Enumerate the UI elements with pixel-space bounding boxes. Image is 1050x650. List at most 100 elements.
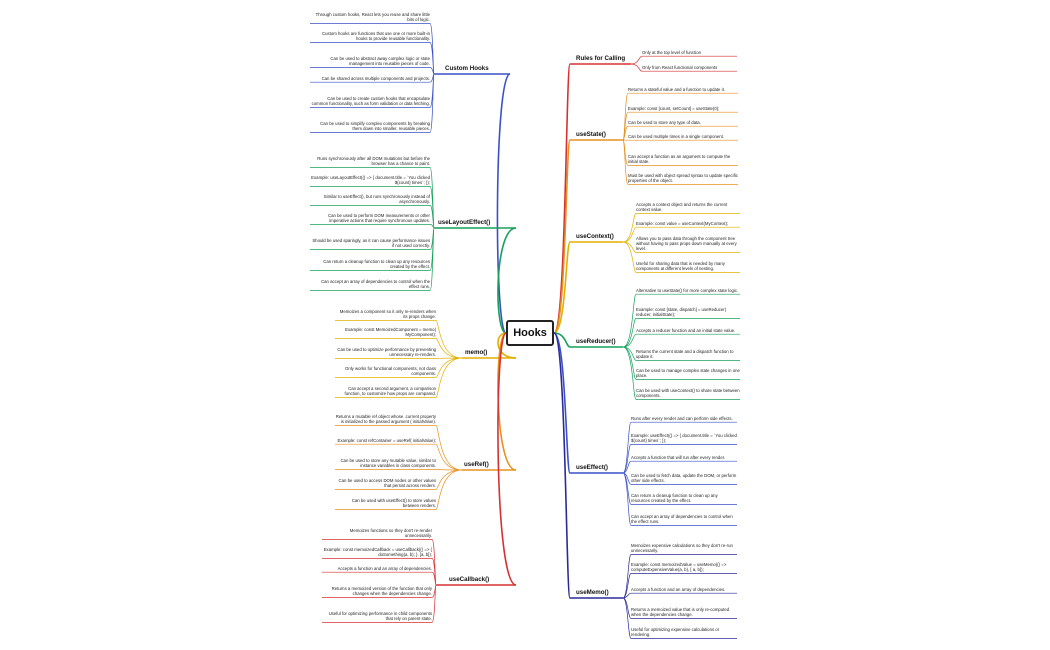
leaf-use-memo[interactable]: Useful for optimizing expensive calculat… — [631, 627, 720, 638]
leaf-connector — [435, 469, 463, 510]
leaf-connector — [622, 573, 632, 599]
leaf-connector — [622, 346, 637, 380]
leaf-memo[interactable]: Can accept a second argument, a comparis… — [344, 386, 436, 397]
leaf-use-state[interactable]: Can accept a function as an argument to … — [628, 154, 731, 165]
leaf-use-effect[interactable]: Runs after every render and can perform … — [631, 416, 733, 421]
leaf-connector — [622, 318, 637, 348]
leaf-use-layout-effect[interactable]: Similar to useEffect(), but runs synchro… — [323, 194, 430, 205]
leaf-use-memo[interactable]: Example: const memoizedValue = useMemo((… — [631, 562, 727, 573]
leaf-connector — [431, 571, 437, 586]
leaf-connector — [622, 592, 632, 599]
leaf-use-layout-effect[interactable]: Can return a cleanup function to clean u… — [323, 259, 430, 270]
leaf-connector — [622, 226, 637, 243]
leaf-connector — [622, 554, 632, 599]
leaf-custom-hooks[interactable]: Can be used to simplify complex componen… — [320, 121, 430, 132]
leaf-memo[interactable]: Example: const MemoizedComponent = memo(… — [345, 327, 436, 338]
topic-use-callback[interactable]: useCallback() — [449, 576, 490, 583]
leaf-use-reducer[interactable]: Accepts a reducer function and an initia… — [636, 328, 736, 333]
leaf-connector — [429, 73, 435, 133]
leaf-use-layout-effect[interactable]: Can accept an array of dependencies to c… — [321, 279, 430, 290]
leaf-connector — [622, 460, 632, 474]
leaf-rules-for-calling[interactable]: Only from React functional components — [642, 65, 718, 70]
topic-rules-for-calling[interactable]: Rules for Calling — [576, 55, 626, 62]
branch-connector — [553, 332, 571, 599]
leaf-use-reducer[interactable]: Can be used to manage complex state chan… — [636, 368, 740, 379]
leaf-connector — [435, 357, 463, 378]
topic-use-ref[interactable]: useRef() — [464, 461, 489, 468]
leaf-use-callback[interactable]: Example: const memoizedCallback = useCal… — [323, 547, 432, 558]
leaf-use-memo[interactable]: Memoizes expensive calculations so they … — [631, 543, 733, 554]
leaf-connector — [435, 425, 463, 471]
topic-use-memo[interactable]: useMemo() — [576, 589, 609, 596]
leaf-rules-for-calling[interactable]: Only at the top level of function — [642, 50, 701, 55]
leaf-use-reducer[interactable]: Returns the current state and a dispatch… — [636, 349, 734, 360]
leaf-use-layout-effect[interactable]: Example: useLayoutEffect(() => { documen… — [311, 175, 430, 186]
branch-connector — [553, 139, 571, 334]
leaf-custom-hooks[interactable]: Can be used to create custom hooks that … — [311, 96, 430, 107]
leaf-use-effect[interactable]: Accepts a function that will run after e… — [631, 455, 726, 460]
leaf-use-effect[interactable]: Can accept an array of dependencies to c… — [631, 514, 733, 525]
topic-use-context[interactable]: useContext() — [576, 233, 614, 240]
leaf-connector — [630, 55, 643, 65]
leaf-custom-hooks[interactable]: Custom hooks are functions that use one … — [322, 31, 430, 42]
leaf-use-ref[interactable]: Example: const refContainer = useRef( in… — [337, 438, 436, 443]
leaf-use-context[interactable]: Accepts a context object and returns the… — [636, 202, 728, 213]
leaf-use-callback[interactable]: Memoizes functions so they don't re-rend… — [349, 528, 432, 539]
leaf-connector — [622, 346, 637, 400]
leaf-connector — [622, 213, 637, 243]
branch-connector — [553, 63, 571, 334]
leaf-use-ref[interactable]: Can be used with useEffect() to store va… — [351, 498, 436, 509]
leaf-use-callback[interactable]: Returns a memoized version of the functi… — [331, 586, 432, 597]
leaf-custom-hooks[interactable]: Can be used to abstract away complex log… — [330, 56, 430, 67]
leaf-use-state[interactable]: Can be used multiple times in a single c… — [628, 134, 725, 139]
leaf-connector — [622, 421, 632, 474]
topic-use-effect[interactable]: useEffect() — [576, 464, 608, 471]
leaf-use-state[interactable]: Returns a stateful value and a function … — [628, 87, 725, 92]
topic-memo[interactable]: memo() — [465, 349, 488, 356]
leaf-use-context[interactable]: Example: const value = useContext(MyCont… — [636, 221, 729, 226]
leaf-memo[interactable]: Can be used to optimize performance by p… — [337, 347, 436, 358]
leaf-connector — [622, 241, 637, 253]
leaf-use-layout-effect[interactable]: Can be used to perform DOM measurements … — [328, 213, 430, 224]
topic-use-reducer[interactable]: useReducer() — [576, 338, 616, 345]
leaf-use-reducer[interactable]: Example: const [state, dispatch] = useRe… — [636, 307, 727, 318]
leaf-connector — [622, 472, 632, 526]
leaf-use-memo[interactable]: Accepts a function and an array of depen… — [631, 587, 726, 592]
leaf-custom-hooks[interactable]: Through custom hooks, React lets you reu… — [315, 12, 430, 23]
leaf-connector — [622, 125, 629, 141]
leaf-connector — [622, 139, 629, 185]
leaf-use-state[interactable]: Can be used to store any type of data. — [628, 120, 701, 125]
leaf-use-context[interactable]: Useful for sharing data that is needed b… — [636, 261, 725, 272]
branch-connector — [553, 241, 571, 334]
topic-custom-hooks[interactable]: Custom Hooks — [445, 65, 489, 72]
leaf-connector — [622, 293, 637, 348]
leaf-use-effect[interactable]: Example: useEffect(() => { document.titl… — [631, 433, 737, 444]
root-node[interactable]: Hooks — [506, 320, 554, 346]
leaf-connector — [630, 63, 643, 72]
leaf-use-reducer[interactable]: Alternative to useState() for more compl… — [636, 288, 739, 293]
leaf-use-memo[interactable]: Returns a memoized value that is only re… — [631, 607, 730, 618]
topic-use-state[interactable]: useState() — [576, 131, 606, 138]
leaf-use-state[interactable]: Example: const [count, setCount] = useSt… — [628, 106, 720, 111]
leaf-use-ref[interactable]: Can be used to access DOM nodes or other… — [338, 478, 436, 489]
leaf-use-state[interactable]: Must be used with object spread syntax t… — [628, 173, 738, 184]
topic-use-layout-effect[interactable]: useLayoutEffect() — [438, 219, 491, 226]
leaf-connector — [435, 469, 463, 490]
leaf-use-layout-effect[interactable]: Runs synchronously after all DOM mutatio… — [317, 156, 430, 167]
leaf-use-effect[interactable]: Can be used to fetch data, update the DO… — [631, 473, 737, 484]
leaf-use-callback[interactable]: Useful for optimizing performance in chi… — [328, 611, 432, 622]
leaf-use-layout-effect[interactable]: Should be used sparingly, as it can caus… — [312, 238, 430, 249]
leaf-use-callback[interactable]: Accepts a function and an array of depen… — [337, 566, 432, 571]
leaf-use-context[interactable]: Allows you to pass data through the comp… — [636, 236, 737, 252]
leaf-use-ref[interactable]: Can be used to store any mutable value, … — [340, 458, 436, 469]
leaf-use-ref[interactable]: Returns a mutable ref object whose .curr… — [335, 414, 436, 425]
leaf-connector — [622, 333, 637, 348]
leaf-use-effect[interactable]: Can return a cleanup function to clean u… — [631, 493, 718, 504]
leaf-memo[interactable]: Memoizes a component so it only re-rende… — [339, 309, 436, 320]
leaf-custom-hooks[interactable]: Can be shared across multiple components… — [321, 76, 430, 81]
leaf-connector — [622, 597, 632, 639]
leaf-connector — [435, 443, 463, 471]
leaf-memo[interactable]: Only works for functional components, no… — [345, 366, 436, 377]
leaf-use-reducer[interactable]: Can be used with useContext() to share s… — [636, 388, 740, 399]
branch-connector — [497, 227, 517, 334]
